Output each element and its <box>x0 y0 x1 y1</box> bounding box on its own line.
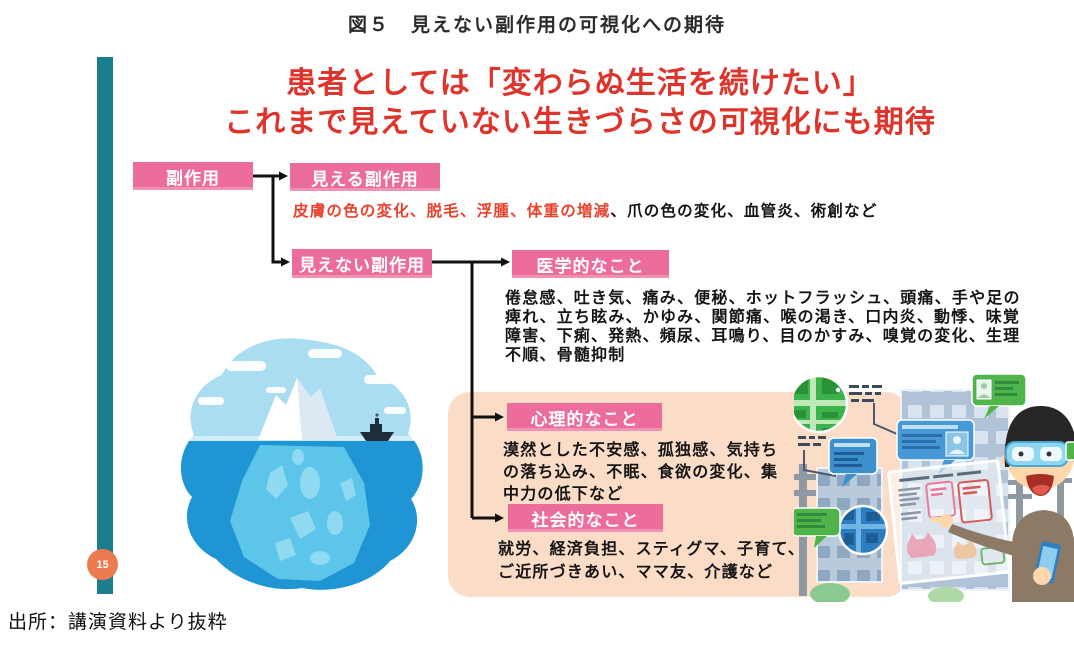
map-circle-blue <box>837 504 889 556</box>
ship <box>360 413 394 441</box>
open-smile-mouth <box>1026 474 1054 496</box>
speech-bubble-green-bottom <box>794 507 841 548</box>
iceberg-tip <box>258 378 338 440</box>
eyebrow-left <box>1017 433 1035 440</box>
smart-glasses <box>1005 441 1074 467</box>
node-medical-aspects: 医学的なこと <box>512 250 669 278</box>
ar-red-box <box>957 479 993 524</box>
node-side-effects: 副作用 <box>133 162 253 190</box>
sidebar-accent-bar <box>97 57 113 594</box>
ar-city-illustration <box>794 373 1074 602</box>
headline-message: 患者としては「変わらぬ生活を続けたい」 これまで見えていない生きづらさの可視化に… <box>224 67 936 139</box>
visible-examples-rest: 、爪の色の変化、血管炎、術創など <box>610 203 878 220</box>
phone-hand <box>1033 532 1074 585</box>
floating-text-dashes <box>798 385 882 446</box>
ar-cat-pink <box>907 532 937 559</box>
glasses-camera-module <box>1065 441 1074 461</box>
ar-translucent-panel <box>887 459 1011 585</box>
social-examples-text: 就労、経済負担、スティグマ、子育て、 ご近所づきあい、ママ友、介護など <box>498 541 806 581</box>
visible-examples-emphasized: 皮膚の色の変化、脱毛、浮腫、体重の増減 <box>293 203 611 220</box>
eyebrow-right <box>1045 433 1063 440</box>
page-number-badge: 15 <box>87 549 118 580</box>
iceberg-illustration <box>180 338 423 590</box>
node-visible-side-effects: 見える副作用 <box>290 163 440 191</box>
clouds <box>198 349 406 414</box>
speech-bubble-green-top <box>971 373 1027 419</box>
node-psychological-aspects: 心理的なこと <box>507 403 662 431</box>
edge-root-to-invisible <box>271 176 290 267</box>
speech-bubble-blue-small <box>828 437 878 487</box>
figure-title: 図５ 見えない副作用の可視化への期待 <box>347 15 726 36</box>
map-circle-green <box>794 374 849 434</box>
ar-pink-box <box>925 480 957 519</box>
node-invisible-side-effects: 見えない副作用 <box>292 249 432 278</box>
ar-cat-tan <box>954 539 977 560</box>
psychological-examples-text: 漠然とした不安感、孤独感、気持ち の落ち込み、不眠、食欲の変化、集 中力の低下な… <box>503 442 779 503</box>
iceberg-submerged <box>230 445 370 581</box>
speech-bubble-blue-large <box>896 419 975 475</box>
visible-side-effect-examples: 皮膚の色の変化、脱毛、浮腫、体重の増減、爪の色の変化、血管炎、術創など <box>293 199 933 221</box>
medical-examples-text: 倦怠感、吐き気、痛み、便秘、ホットフラッシュ、頭痛、手や足の 痺れ、立ち眩み、か… <box>505 290 1021 364</box>
node-social-aspects: 社会的なこと <box>508 504 663 532</box>
pointing-arm <box>930 514 1014 556</box>
callout-leader-lines <box>803 403 898 477</box>
source-note: 出所：講演資料より抜粋 <box>8 612 228 633</box>
